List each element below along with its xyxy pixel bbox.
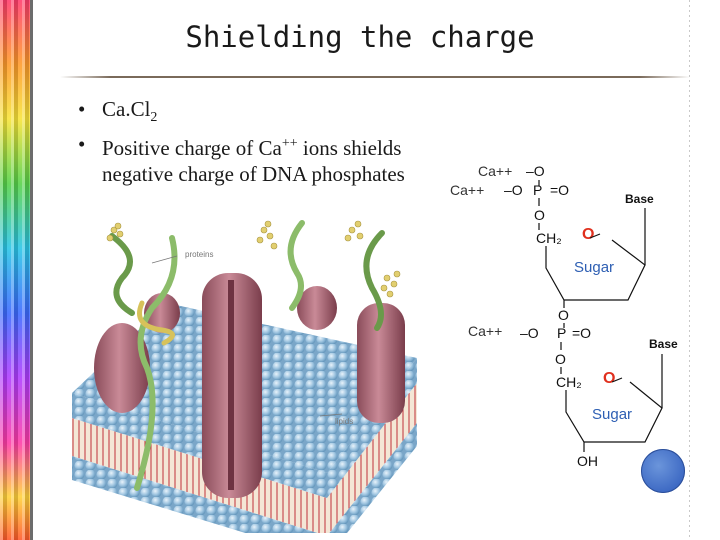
bullet-superscript: ++ [281,136,298,152]
oxygen-label: –O [520,325,539,341]
oxygen-label: =O [550,182,569,198]
bullet-dot: • [78,132,86,157]
oxygen-label: =O [572,325,591,341]
lipids-label: lipids [335,417,353,426]
membrane-protein [202,273,262,498]
sugar-ring [545,239,646,301]
proteins-label: proteins [185,250,213,259]
glycoprotein-chain [363,230,385,331]
calcium-ion: Ca++ [478,163,512,179]
slide-title: Shielding the charge [185,20,535,54]
phosphorus-label: P [533,182,542,198]
bullet-text: Positive charge of Ca [102,136,282,161]
dna-phosphate-diagram: Ca++ Ca++ –O –O P =O O CH₂ O Sugar Base … [450,163,678,469]
frame-border [689,0,690,540]
bullet-item: • Ca.Cl2 [78,96,438,131]
bullet-dot: • [78,97,86,121]
oxygen-label: O [534,207,545,223]
bullet-list: • Ca.Cl2 • Positive charge of Ca++ ions … [78,96,438,187]
calcium-ion: Ca++ [468,323,502,339]
membrane-protein [94,323,150,413]
base-label: Base [625,192,654,206]
glycolipid-chain [137,300,175,346]
calcium-ion: Ca++ [450,182,484,198]
oxygen-label: O [555,351,566,367]
oxygen-label: –O [526,163,545,179]
leader-line [151,255,178,264]
ch2-label: CH₂ [556,374,582,390]
sugar-label: Sugar [574,259,614,276]
glycoprotein-chain [109,233,135,316]
membrane-protein [297,286,337,330]
title-divider [60,76,690,78]
bullet-text: Ca.Cl [102,97,151,121]
ring-oxygen: O [582,226,594,243]
bullet-subscript: 2 [150,110,158,126]
ch2-label: CH₂ [536,230,562,246]
glycoprotein-chain [134,235,178,491]
sugar-ring [565,381,663,443]
bullet-item: • Positive charge of Ca++ ions shields n… [78,131,438,187]
sugar-label: Sugar [592,406,632,423]
oxygen-label: –O [504,182,523,198]
bullet-text-continued: ions shields negative charge of DNA phos… [102,136,405,187]
glycoprotein-chain [287,220,305,311]
base-label: Base [649,337,678,351]
decorative-color-strip [0,0,30,540]
cell-membrane-illustration: proteins lipids [72,220,417,533]
membrane-protein [357,303,405,423]
bilayer-front-edge [72,393,327,498]
ring-oxygen: O [603,370,615,387]
phosphorus-label: P [557,325,566,341]
strip-edge [30,0,33,540]
leader-line [319,413,343,417]
carbohydrate-cluster [380,270,401,298]
carbohydrate-cluster [106,222,124,242]
carbohydrate-cluster [344,220,364,242]
bilayer-bottom-heads [72,423,417,533]
carbohydrate-cluster [256,220,278,250]
hydroxyl-label: OH [577,453,598,469]
bilayer-side [72,383,417,533]
decorative-blue-circle [641,449,685,493]
oxygen-label: O [558,307,569,323]
